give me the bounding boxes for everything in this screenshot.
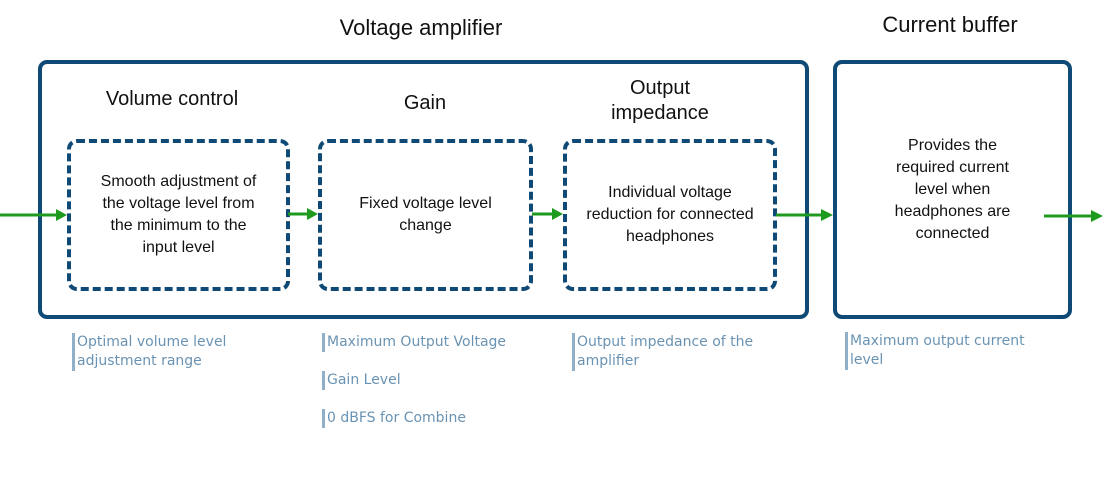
voltage-amplifier-title: Voltage amplifier	[339, 15, 503, 40]
current-buffer-description: Provides the required current level when…	[894, 136, 1011, 242]
volume-control-title: Volume control	[105, 88, 239, 110]
gain-box: Fixed voltage level change	[318, 139, 533, 291]
output-arrow	[1044, 210, 1103, 222]
voltage-amplifier-box	[38, 60, 809, 319]
input-arrow	[0, 209, 67, 221]
volume-control-note: Optimal volume level adjustment range	[72, 333, 226, 371]
gain-description: Fixed voltage level change	[359, 195, 492, 234]
gain-note-max-output-voltage: Maximum Output Voltage	[322, 333, 506, 352]
current-buffer-box: Provides the required current level when…	[833, 60, 1072, 319]
gain-title: Gain	[403, 92, 447, 114]
volume-control-box: Smooth adjustment of the voltage level f…	[67, 139, 290, 291]
volume-control-description: Smooth adjustment of the voltage level f…	[100, 173, 257, 256]
output-impedance-title: Output impedance	[611, 77, 709, 124]
volume-to-gain-arrow	[288, 208, 318, 220]
current-buffer-title: Current buffer	[882, 12, 1018, 37]
gain-note-gain-level: Gain Level	[322, 371, 401, 390]
output-impedance-box: Individual voltage reduction for connect…	[563, 139, 777, 291]
gain-to-impedance-arrow	[532, 208, 563, 220]
gain-note-0-dbfs: 0 dBFS for Combine	[322, 409, 466, 428]
output-impedance-description: Individual voltage reduction for connect…	[586, 184, 754, 245]
output-impedance-note: Output impedance of the amplifier	[572, 333, 753, 371]
current-buffer-note: Maximum output current level	[845, 332, 1025, 370]
impedance-to-buffer-arrow	[776, 209, 833, 221]
